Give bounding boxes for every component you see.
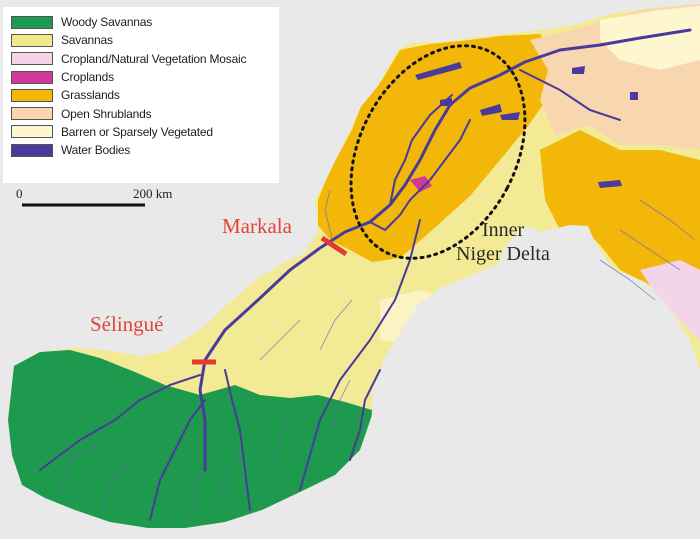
legend-swatch — [11, 88, 53, 102]
legend-label: Woody Savannas — [61, 15, 153, 30]
barren-zone — [600, 6, 700, 70]
legend-item-cropland-mosaic: Cropland/Natural Vegetation Mosaic — [11, 50, 279, 68]
legend-item-savannas: Savannas — [11, 31, 279, 49]
place-label-markala: Markala — [222, 214, 292, 238]
savanna-pale-zone — [380, 290, 450, 345]
delta-lakes — [415, 62, 638, 188]
legend-swatch — [11, 70, 53, 84]
legend-item-open-shrublands: Open Shrublands — [11, 104, 279, 122]
legend-swatch — [11, 107, 53, 121]
grassland-zone-delta — [318, 34, 560, 262]
cropland-mosaic-east — [640, 260, 700, 340]
niger-main-river — [198, 28, 692, 472]
scale-start-label: 0 — [16, 186, 23, 201]
legend-item-grasslands: Grasslands — [11, 86, 279, 104]
tributary-south-1 — [149, 399, 206, 521]
legend-swatch — [11, 52, 53, 66]
legend-swatch — [11, 143, 53, 157]
east-tributary — [519, 69, 621, 121]
tributary-southeast — [349, 369, 381, 461]
legend-item-barren: Barren or Sparsely Vegetated — [11, 123, 279, 141]
legend-swatch — [11, 125, 53, 139]
river-network — [39, 28, 692, 521]
markala-dam-marker — [320, 235, 348, 257]
legend-label: Cropland/Natural Vegetation Mosaic — [61, 51, 247, 66]
legend-label: Barren or Sparsely Vegetated — [61, 124, 213, 139]
legend-item-water-bodies: Water Bodies — [11, 141, 279, 159]
delta-branch-1 — [369, 119, 471, 231]
legend-label: Water Bodies — [61, 143, 131, 158]
legend-label: Open Shrublands — [61, 106, 152, 121]
legend-label: Savannas — [61, 33, 113, 48]
legend-item-croplands: Croplands — [11, 68, 279, 86]
inner-delta-ellipse — [349, 44, 527, 260]
place-label-selingue: Sélingué — [90, 312, 164, 336]
cropland-patch — [410, 176, 432, 192]
legend-swatch — [11, 33, 53, 47]
legend-label: Croplands — [61, 70, 114, 85]
tributary-west — [39, 374, 201, 471]
scale-end-label: 200 km — [133, 186, 173, 201]
tributary-south-2 — [224, 369, 251, 511]
land-cover-layer — [8, 4, 700, 528]
woody-savanna-zone — [8, 350, 372, 528]
legend-swatch — [11, 15, 53, 29]
tributary-bani — [299, 219, 421, 491]
delta-branch-2 — [389, 94, 453, 206]
place-label-inner-delta-1: Inner — [482, 219, 525, 241]
legend-item-woody-savannas: Woody Savannas — [11, 13, 279, 31]
legend: Woody Savannas Savannas Cropland/Natural… — [3, 7, 279, 183]
place-label-inner-delta-2: Niger Delta — [456, 243, 550, 265]
minor-streams — [59, 189, 696, 516]
legend-label: Grasslands — [61, 88, 120, 103]
